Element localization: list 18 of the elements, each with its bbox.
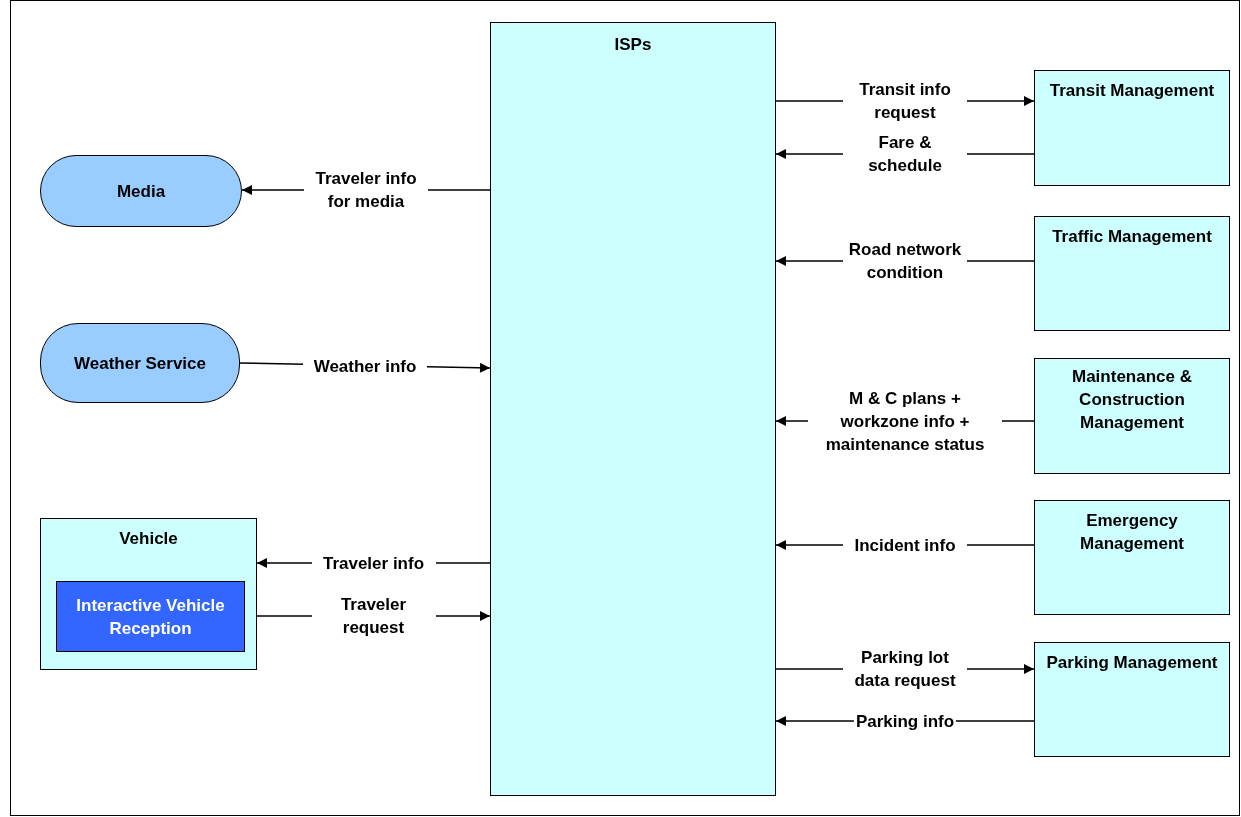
node-label: Transit Management [1049,80,1215,102]
node-label: Media [116,180,166,203]
node-label: Weather Service [74,352,206,375]
system-box [490,22,776,796]
system-box [1034,70,1230,186]
system-box [40,518,257,670]
node-label: Traffic Management [1052,226,1212,248]
system-box [1034,216,1230,331]
system-box [1034,358,1230,474]
node-label: Maintenance & Construction Management [1071,366,1193,434]
node-label: Interactive Vehicle Reception [75,594,226,640]
node-label: Parking Management [1046,652,1218,674]
node-label: Vehicle [119,528,178,550]
subsystem-box [56,581,245,652]
node-label: ISPs [614,34,652,56]
system-box [1034,500,1230,615]
system-box [1034,642,1230,757]
node-label: Emergency Management [1079,510,1185,555]
